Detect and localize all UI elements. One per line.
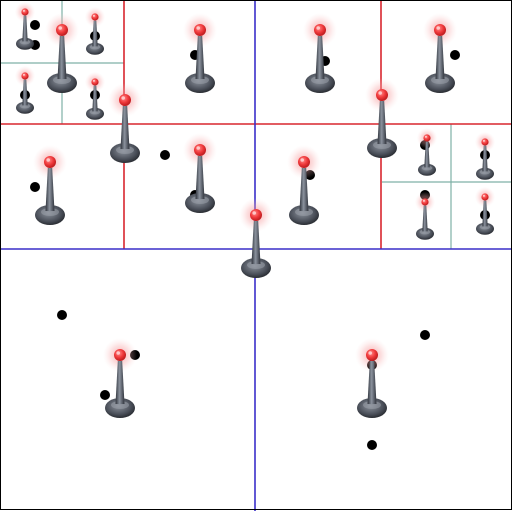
point-dot-icon: [100, 390, 110, 400]
map-pin-icon: [355, 338, 389, 418]
map-pin-icon: [14, 65, 36, 114]
map-pin-icon: [303, 13, 337, 93]
map-pin-icon: [287, 145, 321, 225]
point-dot-icon: [30, 182, 40, 192]
map-pin-icon: [84, 6, 106, 55]
point-dot-icon: [57, 310, 67, 320]
map-pin-icon: [365, 78, 399, 158]
map-pin-icon: [45, 13, 79, 93]
map-pin-icon: [474, 131, 496, 180]
map-pin-icon: [239, 198, 273, 278]
point-dot-icon: [160, 150, 170, 160]
point-dot-icon: [450, 50, 460, 60]
map-pin-icon: [183, 13, 217, 93]
map-pin-icon: [414, 191, 436, 240]
map-pin-icon: [183, 133, 217, 213]
point-dot-icon: [30, 20, 40, 30]
map-pin-icon: [103, 338, 137, 418]
map-pin-icon: [423, 13, 457, 93]
map-pin-icon: [474, 186, 496, 235]
point-dot-icon: [420, 330, 430, 340]
map-pin-icon: [84, 71, 106, 120]
map-pin-icon: [416, 127, 438, 176]
map-pin-icon: [14, 1, 36, 50]
map-pin-icon: [33, 145, 67, 225]
markers: [14, 1, 496, 418]
map-pin-icon: [108, 83, 142, 163]
point-dot-icon: [367, 440, 377, 450]
